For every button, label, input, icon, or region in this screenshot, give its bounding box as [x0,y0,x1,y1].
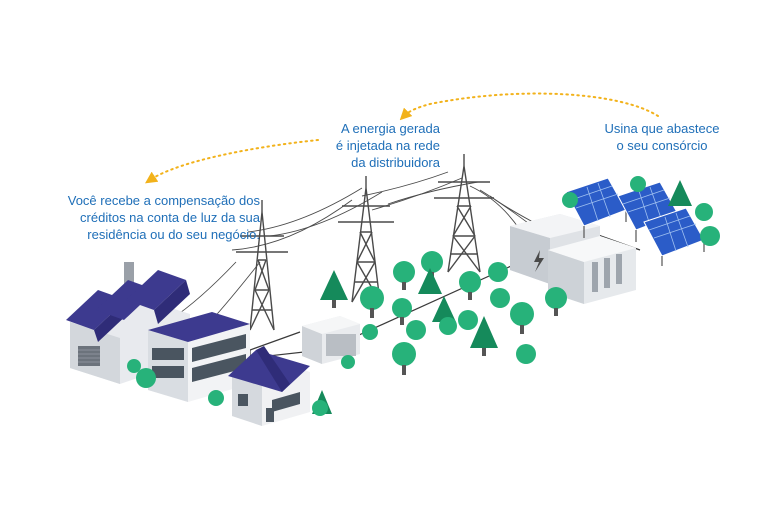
transformer-box [302,316,360,364]
tree [393,261,415,290]
trees [127,176,720,416]
transmission-tower-3 [434,154,494,273]
flow-arrow-grid-to-consumer [145,139,319,184]
tree [392,298,412,325]
consumer-credit-label: Você recebe a compensação dos créditos n… [24,192,260,243]
lightning-icon [534,250,544,272]
tree [459,271,481,300]
plant-label-line: o seu consórcio [616,138,708,153]
tree [418,268,442,294]
tree [545,287,567,316]
tree [470,316,498,356]
tree [136,368,156,388]
tree [668,180,692,206]
tree [208,390,224,406]
consumer-label-line: residência ou do seu negócio. [87,227,260,242]
tree [700,226,720,246]
grid-label-line: da distribuidora [351,155,440,170]
tree [510,302,534,334]
tree [127,359,141,373]
tree [406,320,426,340]
tree [562,192,578,208]
solar-panel-array [565,177,705,266]
grid-label-line: é injetada na rede [335,138,440,153]
tree [458,310,478,330]
tree [630,176,646,192]
office-building [148,312,250,402]
flow-arrow-plant-to-grid [399,92,659,121]
transmission-tower-2 [338,176,394,303]
tree [488,262,508,282]
consumer-label-line: créditos na conta de luz da sua [80,210,260,225]
plant-label-line: Usina que abastece [604,121,720,136]
tree [439,317,457,335]
tree [312,400,328,416]
transmission-tower-1 [236,200,288,331]
house-building [228,346,310,426]
tree [341,355,355,369]
tree [362,324,378,340]
tree [516,344,536,364]
tree [320,270,348,308]
tree [432,296,456,322]
grid-label-line: A energia gerada [340,121,440,136]
tree [490,288,510,308]
tree [360,286,384,318]
consumer-label-line: Você recebe a compensação dos [67,193,260,208]
tree [695,203,713,221]
solar-panel-1 [565,177,627,238]
factory-building [66,262,190,384]
battery-storage [510,214,636,304]
grid-injection-label: A energia gerada é injetada na rede da d… [300,120,440,171]
tree [392,342,416,375]
power-plant-label: Usina que abastece o seu consórcio [592,120,732,154]
